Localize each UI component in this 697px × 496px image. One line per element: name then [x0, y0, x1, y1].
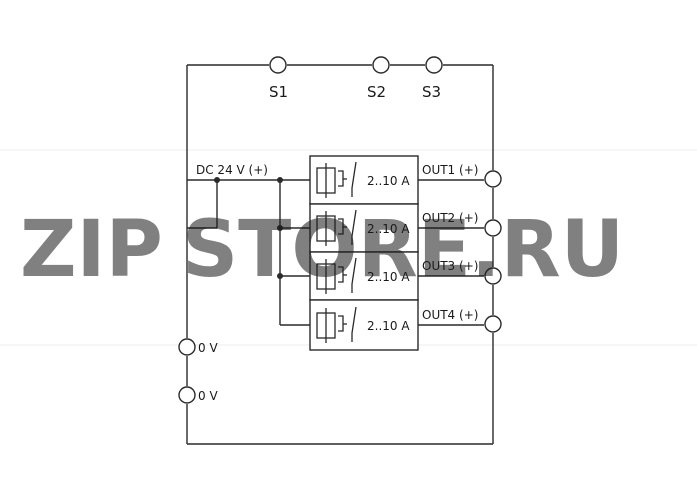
- channel-4: 2..10 A OUT4 (+): [309, 299, 502, 351]
- terminal-out2: [484, 219, 502, 237]
- terminal-out3: [484, 267, 502, 285]
- channel-1: 2..10 A OUT1 (+): [309, 155, 502, 205]
- terminal-gnd1: [178, 338, 196, 356]
- supply-wiring: DC 24 V (+): [187, 163, 310, 326]
- watermark-right: STORE.RU: [182, 205, 624, 295]
- junction-dot: [277, 225, 283, 231]
- terminal-s3-label: S3: [422, 83, 441, 101]
- junction-dot: [214, 177, 220, 183]
- watermark: ZIP STORE.RU: [20, 205, 624, 295]
- terminal-gnd1-label: 0 V: [198, 341, 218, 355]
- channel-3-rating: 2..10 A: [367, 270, 410, 284]
- outer-frame: [186, 64, 494, 445]
- channel-modules: 2..10 A OUT1 (+) 2..10 A OUT2 (+): [309, 155, 502, 351]
- top-terminals: S1 S2 S3: [269, 56, 443, 101]
- watermark-left: ZIP: [20, 205, 163, 295]
- terminal-s2: [372, 56, 390, 74]
- junction-dot: [277, 177, 283, 183]
- channel-1-rating: 2..10 A: [367, 174, 410, 188]
- terminal-s3: [425, 56, 443, 74]
- supply-label: DC 24 V (+): [196, 163, 268, 177]
- terminal-out1: [484, 170, 502, 188]
- terminal-s1: [269, 56, 287, 74]
- channel-4-output-label: OUT4 (+): [422, 308, 478, 322]
- channel-2-rating: 2..10 A: [367, 222, 410, 236]
- channel-2: 2..10 A OUT2 (+): [309, 203, 502, 253]
- switch-icon: [338, 306, 357, 342]
- terminal-s1-label: S1: [269, 83, 288, 101]
- junction-dot: [277, 273, 283, 279]
- terminal-s2-label: S2: [367, 83, 386, 101]
- terminal-gnd2: [178, 386, 196, 404]
- channel-3-output-label: OUT3 (+): [422, 259, 478, 273]
- terminal-gnd2-label: 0 V: [198, 389, 218, 403]
- channel-2-output-label: OUT2 (+): [422, 211, 478, 225]
- terminal-out4: [484, 315, 502, 333]
- switch-icon: [338, 209, 357, 245]
- channel-1-output-label: OUT1 (+): [422, 163, 478, 177]
- channel-4-rating: 2..10 A: [367, 319, 410, 333]
- switch-icon: [338, 257, 357, 293]
- ground-terminals: 0 V 0 V: [178, 338, 218, 404]
- channel-3: 2..10 A OUT3 (+): [309, 251, 502, 301]
- switch-icon: [338, 161, 357, 197]
